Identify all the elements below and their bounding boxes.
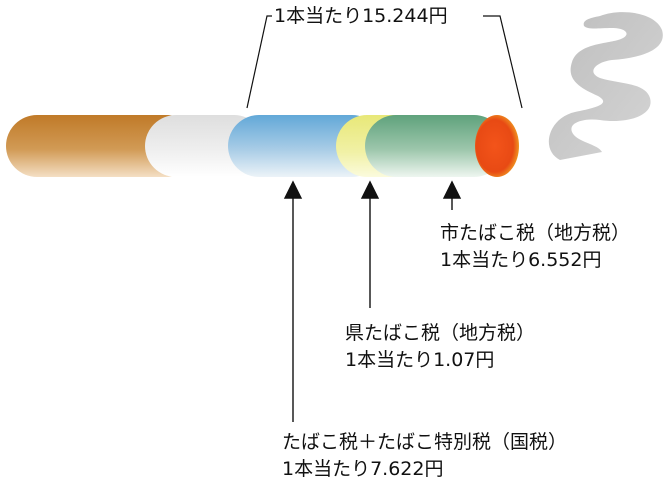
prefecture-arrow-head [360,180,380,199]
cigarette-body [6,115,519,177]
national-tax-title: たばこ税＋たばこ特別税（国税） [282,431,568,453]
arrows [283,180,462,422]
city-arrow-head [442,180,462,199]
ember [475,115,519,177]
city-tax-amount: 1本当たり6.552円 [440,249,602,271]
total-bracket [246,15,523,109]
national-tax-amount: 1本当たり7.622円 [282,458,444,480]
prefecture-tax-amount: 1本当たり1.07円 [345,349,495,371]
city-tax-segment [365,115,505,177]
total-tax-label: 1本当たり15.244円 [272,5,450,28]
prefecture-tax-title: 県たばこ税（地方税） [345,322,536,344]
smoke-graphic [548,12,663,160]
national-arrow-head [283,180,303,199]
city-tax-title: 市たばこ税（地方税） [440,222,631,244]
